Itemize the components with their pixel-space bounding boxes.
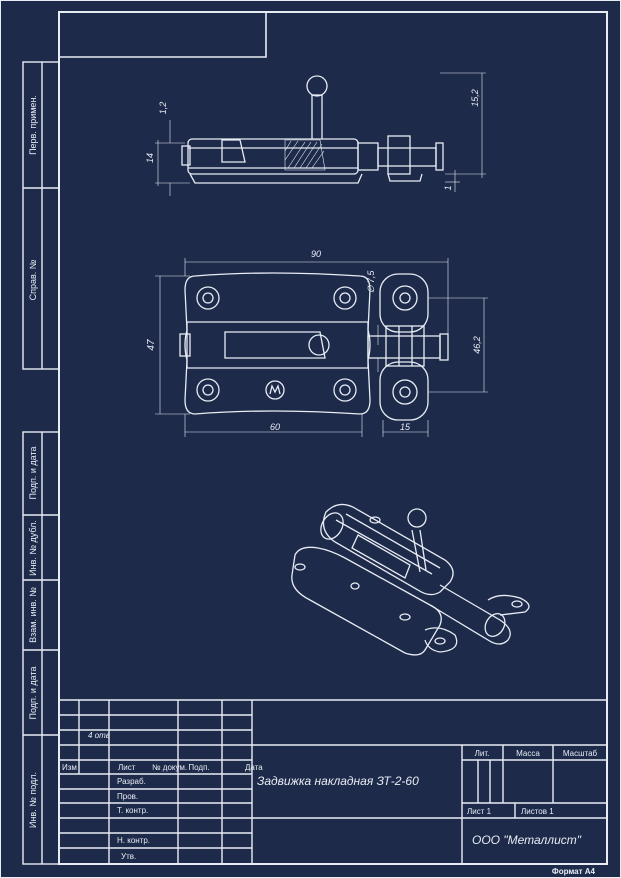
sidebar-sprav-no: Справ. № <box>28 259 38 300</box>
sidebar-perv-primen: Перв. примен. <box>28 95 38 155</box>
sidebar-podp-data-2: Подп. и дата <box>28 666 38 719</box>
row-prov: Пров. <box>117 792 138 801</box>
dim-15: 15 <box>400 422 411 432</box>
left-sidebar-strip <box>22 61 60 865</box>
dim-diameter: ∅ 7,5 <box>366 270 376 294</box>
sidebar-inv-dubl: Инв. № дубл. <box>28 520 38 576</box>
dim-1: 1 <box>443 185 453 190</box>
dim-60: 60 <box>270 422 280 432</box>
sidebar-inv-podl: Инв. № подл. <box>28 772 38 828</box>
cell-sheet: Лист 1 <box>467 807 492 816</box>
company-name: ООО "Металлист" <box>472 833 582 847</box>
col-data: Дата <box>245 763 263 772</box>
latch-top-view <box>155 72 486 196</box>
format-label: Формат А4 <box>552 867 596 876</box>
sidebar-vzam-inv: Взам. инв. № <box>28 587 38 643</box>
row-tkontr: Т. контр. <box>117 806 148 815</box>
dim-47: 47 <box>146 339 157 351</box>
latch-isometric-view <box>291 503 530 656</box>
row-utv: Утв. <box>121 852 136 861</box>
latch-front-view <box>155 258 488 437</box>
top-left-stamp-box <box>59 12 267 58</box>
col-podp: Подп. <box>188 763 209 772</box>
product-name: Задвижка накладная ЗТ-2-60 <box>257 774 419 788</box>
cell-sheets: Листов 1 <box>521 807 554 816</box>
dim-90: 90 <box>311 249 321 259</box>
row-razrab: Разраб. <box>117 777 146 786</box>
dim-15-2: 15,2 <box>470 89 480 107</box>
cell-masshtab: Масштаб <box>563 749 598 758</box>
title-block-grid <box>59 699 607 864</box>
cell-lit: Лит. <box>475 749 490 758</box>
sidebar-podp-data-1: Подп. и дата <box>28 446 38 499</box>
dim-14: 14 <box>145 153 155 163</box>
dim-1-2: 1,2 <box>158 102 168 115</box>
dim-46-2: 46,2 <box>472 336 482 354</box>
drawing-border <box>58 11 608 865</box>
row-nkontr: Н. контр. <box>117 836 150 845</box>
col-list: Лист <box>118 763 136 772</box>
cell-massa: Масса <box>516 749 540 758</box>
holes-note: 4 отв <box>88 731 110 740</box>
col-ndokum: № докум. <box>152 763 187 772</box>
col-izm: Изм <box>62 763 77 772</box>
